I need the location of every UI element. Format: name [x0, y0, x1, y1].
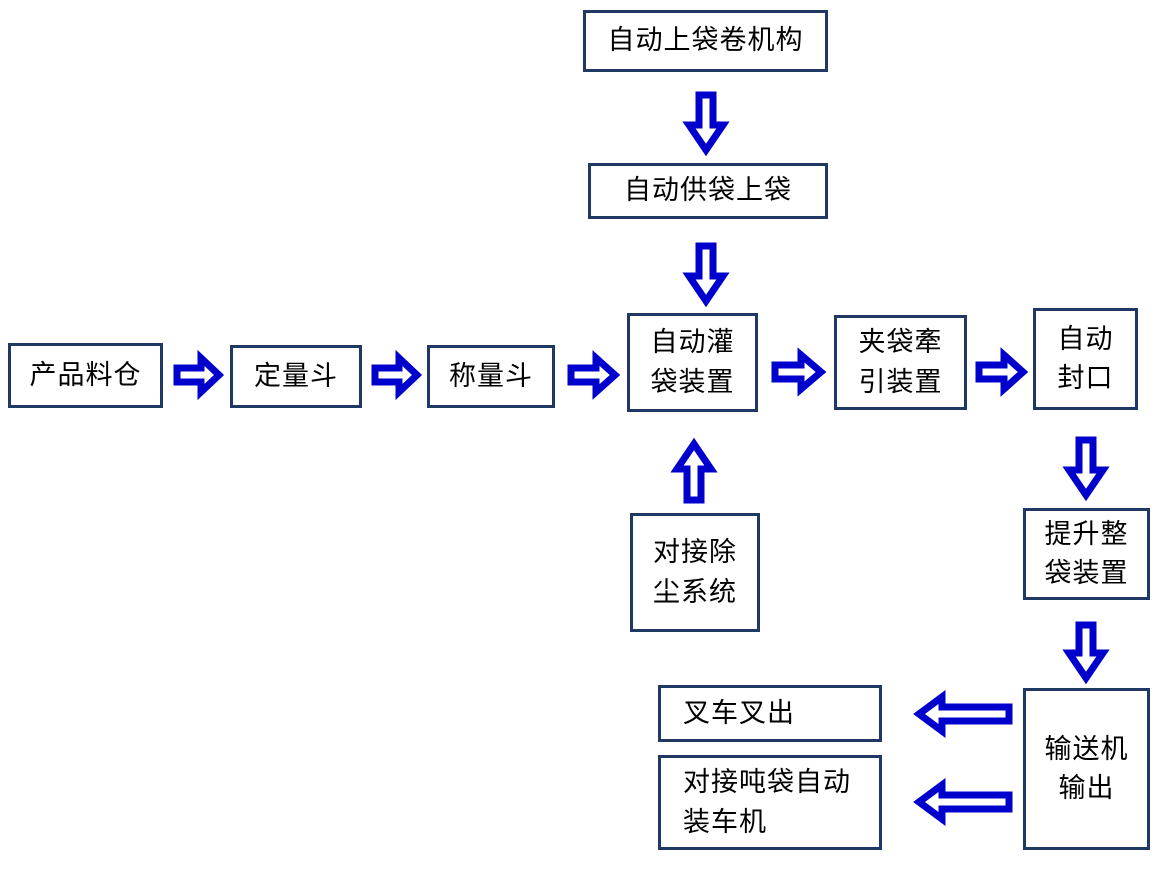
- node-auto-sealing[interactable]: 自动 封口: [1033, 308, 1138, 410]
- node-lift-shaping[interactable]: 提升整 袋装置: [1023, 508, 1150, 600]
- node-bag-clamp-traction[interactable]: 夹袋牽 引装置: [834, 315, 967, 410]
- arrow-right-auto-filling-to-bag-clamp-traction: [771, 347, 827, 397]
- node-dust-removal[interactable]: 对接除 尘系统: [630, 513, 760, 632]
- arrow-right-product-silo-to-dosing-hopper: [173, 349, 225, 401]
- arrow-right-weighing-hopper-to-auto-filling: [567, 350, 621, 400]
- node-label: 产品料仓: [29, 359, 142, 391]
- node-product-silo[interactable]: 产品料仓: [8, 343, 163, 408]
- node-ton-bag-loader[interactable]: 对接吨袋自动 装车机: [658, 755, 882, 850]
- arrow-right-dosing-hopper-to-weighing-hopper: [371, 349, 423, 401]
- node-label: 自动 封口: [1057, 323, 1114, 394]
- arrow-left-conveyor-output-to-forklift-out: [913, 690, 1013, 738]
- arrow-down-auto-bag-feed-to-auto-filling: [682, 242, 730, 308]
- arrow-down-auto-bag-roll-to-auto-bag-feed: [682, 91, 730, 157]
- node-auto-bag-feed[interactable]: 自动供袋上袋: [588, 163, 828, 219]
- arrow-right-bag-clamp-traction-to-auto-sealing: [975, 347, 1029, 397]
- arrow-down-auto-sealing-to-lift-shaping: [1062, 436, 1110, 502]
- node-label: 自动供袋上袋: [624, 175, 792, 207]
- node-forklift-out[interactable]: 叉车叉出: [658, 685, 882, 742]
- node-label: 夹袋牽 引装置: [858, 327, 943, 398]
- node-auto-bag-roll[interactable]: 自动上袋卷机构: [583, 10, 828, 72]
- node-conveyor-output[interactable]: 输送机 输出: [1023, 688, 1150, 850]
- node-label: 定量斗: [254, 360, 338, 392]
- node-label: 对接除 尘系统: [653, 537, 737, 608]
- node-label: 称量斗: [449, 360, 533, 392]
- node-label: 自动上袋卷机构: [607, 25, 804, 57]
- node-label: 叉车叉出: [683, 697, 795, 729]
- node-label: 提升整 袋装置: [1044, 518, 1129, 589]
- arrow-up-dust-removal-to-auto-filling: [670, 437, 718, 504]
- node-dosing-hopper[interactable]: 定量斗: [230, 345, 362, 408]
- node-label: 对接吨袋自动 装车机: [683, 767, 851, 838]
- arrow-down-lift-shaping-to-conveyor-output: [1062, 621, 1110, 685]
- arrow-left-conveyor-output-to-ton-bag-loader: [913, 778, 1013, 826]
- node-weighing-hopper[interactable]: 称量斗: [427, 345, 555, 408]
- node-label: 输送机 输出: [1044, 733, 1129, 804]
- node-label: 自动灌 袋装置: [650, 327, 735, 398]
- node-auto-filling[interactable]: 自动灌 袋装置: [627, 313, 758, 412]
